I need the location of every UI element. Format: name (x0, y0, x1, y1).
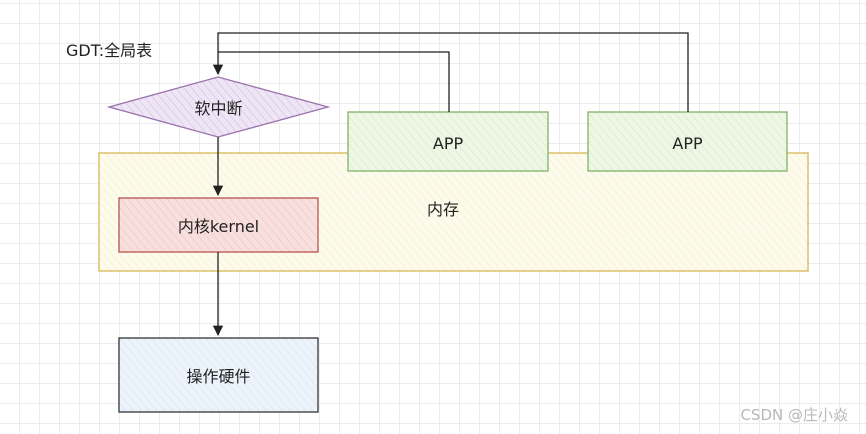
app-left-box (347, 111, 549, 172)
hardware-box (118, 337, 319, 413)
kernel-label: 内核kernel (177, 217, 260, 236)
edge-apps-to-interrupt (212, 51, 450, 112)
app-left-label: APP (432, 133, 464, 153)
csdn-watermark: CSDN @庄小焱 (740, 406, 848, 424)
app-right-label: APP (672, 133, 703, 153)
kernel-box (118, 197, 319, 253)
soft-interrupt-diamond (106, 76, 331, 138)
soft-interrupt-label: 软中断 (194, 99, 243, 118)
edge-app-right-to-interrupt (217, 32, 689, 112)
memory-label: 内存 (426, 200, 459, 219)
hardware-label: 操作硬件 (186, 367, 251, 386)
gdt-label: GDT:全局表 (66, 41, 153, 60)
